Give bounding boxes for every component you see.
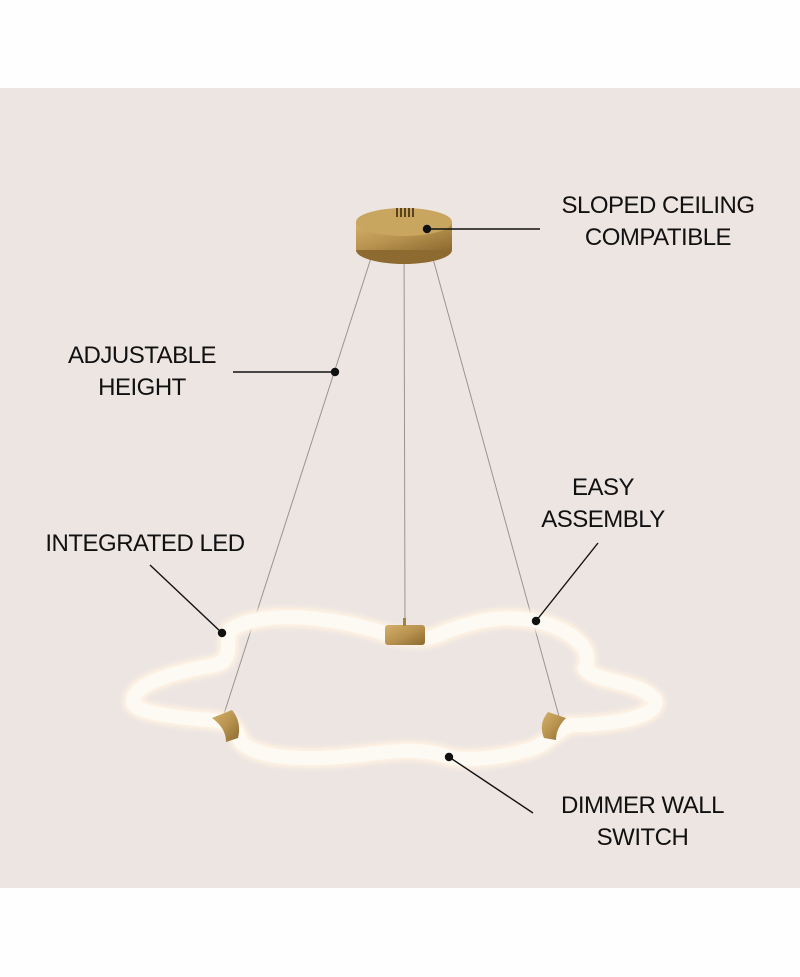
feature-label-easy-assembly: EASY ASSEMBLY <box>541 474 665 533</box>
feature-label-sloped-ceiling: SLOPED CEILING COMPATIBLE <box>561 192 755 251</box>
callout-leaders <box>149 224 599 814</box>
feature-label-dimmer-wall-switch: DIMMER WALL SWITCH <box>561 792 724 851</box>
suspension-cables <box>221 229 561 721</box>
brass-connectors <box>212 618 566 742</box>
feature-label-adjustable-height: ADJUSTABLE HEIGHT <box>68 342 216 401</box>
led-tube-ring <box>123 607 666 769</box>
ceiling-canopy <box>356 208 452 264</box>
pendant-light-illustration <box>123 208 666 814</box>
feature-label-integrated-led: INTEGRATED LED <box>45 530 245 557</box>
product-image <box>0 88 800 888</box>
